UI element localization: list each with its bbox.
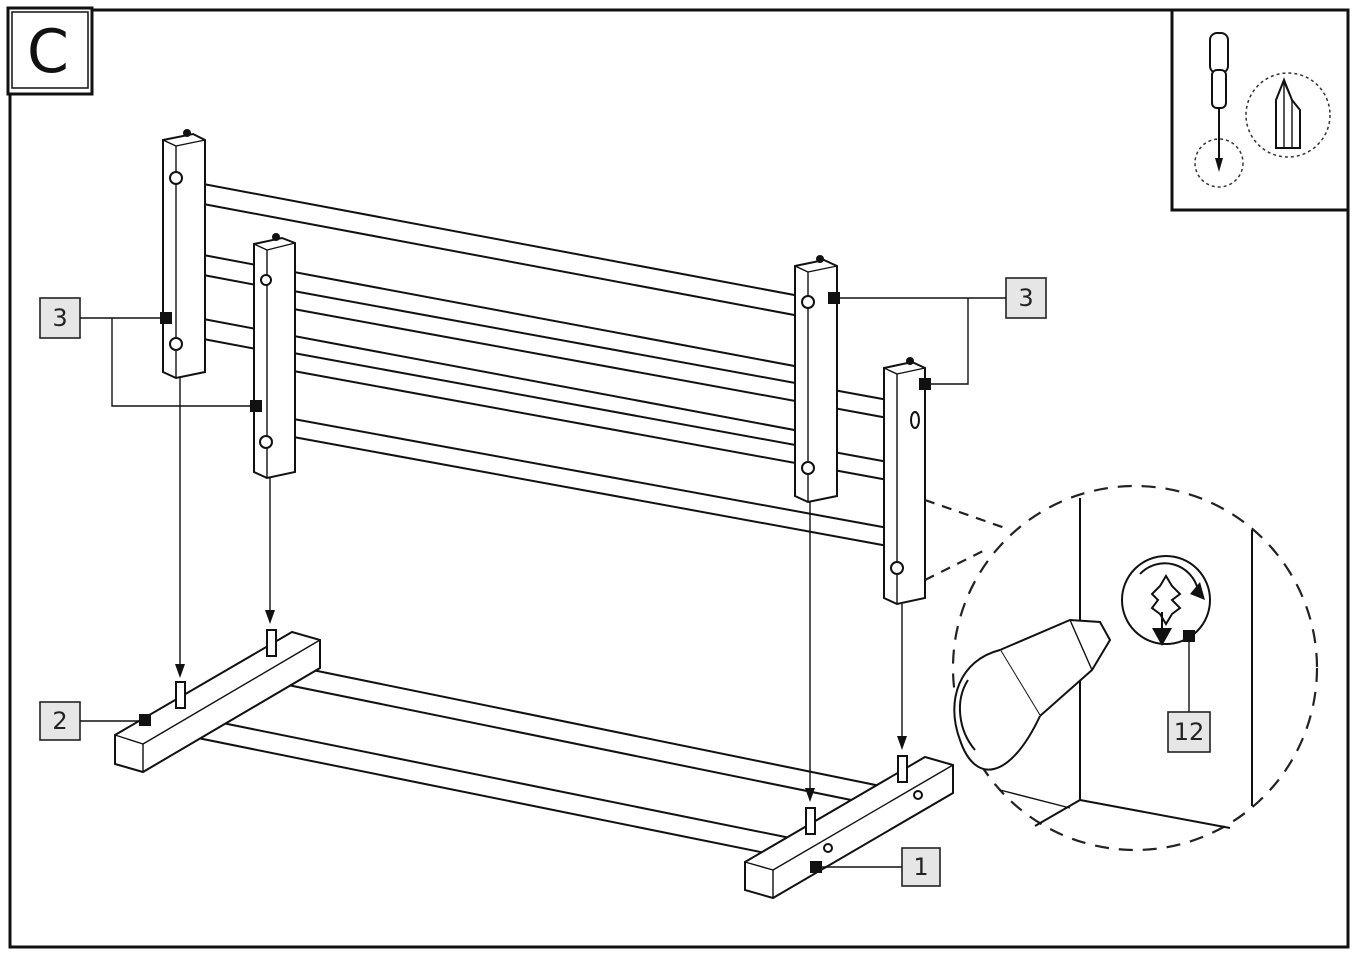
upper-rack bbox=[162, 129, 926, 606]
screw-detail-view bbox=[924, 484, 1319, 852]
dowel bbox=[175, 681, 186, 709]
callout-label: 3 bbox=[52, 304, 67, 332]
dowel bbox=[897, 755, 908, 783]
callout-3-left: 3 bbox=[39, 297, 262, 412]
tool-box bbox=[1170, 8, 1350, 212]
step-frame bbox=[8, 8, 1350, 949]
rack-leg-left-front bbox=[162, 129, 206, 380]
step-letter: C bbox=[27, 17, 69, 87]
base-rail bbox=[197, 716, 811, 864]
step-letter-badge: C bbox=[6, 6, 94, 96]
screw-head-icon bbox=[1121, 555, 1211, 646]
callout-label: 12 bbox=[1174, 718, 1205, 746]
callout-12: 12 bbox=[1167, 630, 1211, 753]
callout-2: 2 bbox=[39, 701, 151, 741]
base-frame bbox=[114, 629, 954, 900]
callout-label: 1 bbox=[913, 853, 928, 881]
rack-leg-right-front bbox=[794, 255, 838, 504]
assembly-arrows bbox=[175, 378, 907, 802]
rack-leg-left-back bbox=[253, 233, 296, 480]
dowel bbox=[266, 629, 277, 657]
rack-leg-right-back bbox=[883, 357, 926, 606]
base-bar-left bbox=[114, 630, 321, 774]
phillips-bit-icon bbox=[1245, 72, 1331, 158]
callout-label: 2 bbox=[52, 707, 67, 735]
callout-label: 3 bbox=[1018, 284, 1033, 312]
phillips-screwdriver-icon bbox=[1194, 32, 1244, 188]
callout-1: 1 bbox=[810, 847, 941, 887]
callout-3-right: 3 bbox=[828, 277, 1047, 390]
base-bar-right bbox=[744, 755, 954, 900]
dowel bbox=[805, 807, 816, 835]
driver-bit-icon bbox=[953, 618, 1112, 771]
